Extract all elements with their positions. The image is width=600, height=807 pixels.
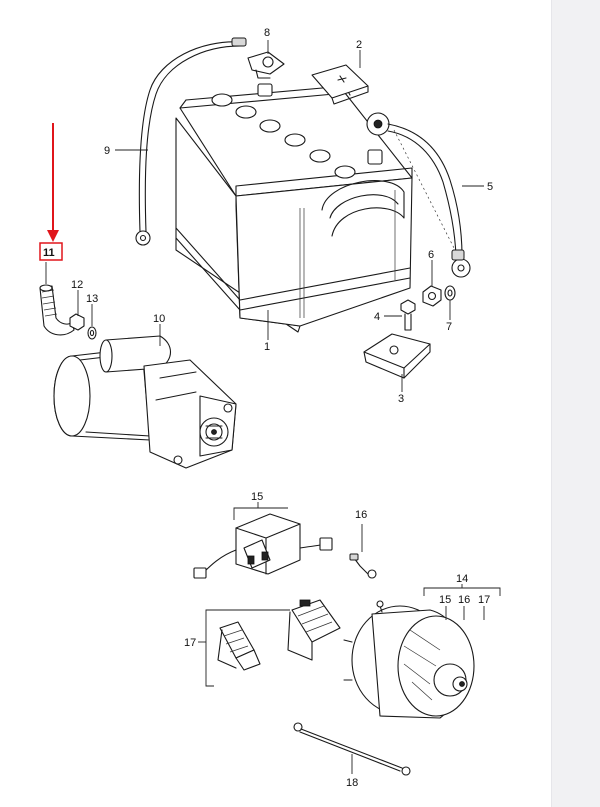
label-part-14[interactable]: 14 bbox=[456, 573, 468, 585]
terminal-clamp bbox=[247, 51, 285, 79]
label-part-6[interactable]: 6 bbox=[428, 249, 434, 261]
label-part-12[interactable]: 12 bbox=[71, 279, 83, 291]
rectifier-17 bbox=[287, 599, 341, 661]
label-part-15[interactable]: 15 bbox=[251, 491, 263, 503]
label-part-13[interactable]: 13 bbox=[86, 293, 98, 305]
label-part-7[interactable]: 7 bbox=[446, 321, 452, 333]
label-part-8[interactable]: 8 bbox=[264, 27, 270, 39]
bolt-4 bbox=[400, 299, 416, 331]
label-part-1[interactable]: 1 bbox=[264, 341, 270, 353]
label-part-16-alternator[interactable]: 16 bbox=[458, 594, 470, 606]
highlight-box bbox=[39, 242, 63, 261]
battery-cell-caps bbox=[211, 93, 356, 179]
battery bbox=[175, 83, 413, 333]
nut-6 bbox=[422, 285, 442, 307]
leader-lines bbox=[45, 40, 501, 774]
label-part-15-alternator[interactable]: 15 bbox=[439, 594, 451, 606]
brush-holder-17 bbox=[217, 621, 261, 671]
label-part-3[interactable]: 3 bbox=[398, 393, 404, 405]
voltage-regulator bbox=[193, 513, 333, 579]
starter-motor bbox=[53, 335, 237, 469]
connector-16 bbox=[349, 553, 377, 579]
scrollbar[interactable] bbox=[551, 0, 600, 807]
nut-12 bbox=[69, 313, 85, 331]
washer-13 bbox=[87, 326, 97, 340]
alternator bbox=[343, 600, 475, 719]
label-part-5[interactable]: 5 bbox=[487, 181, 493, 193]
label-part-17[interactable]: 17 bbox=[184, 637, 196, 649]
terminal-boot-11 bbox=[39, 284, 75, 336]
label-part-16[interactable]: 16 bbox=[355, 509, 367, 521]
label-part-10[interactable]: 10 bbox=[153, 313, 165, 325]
label-part-17-alternator[interactable]: 17 bbox=[478, 594, 490, 606]
washer-7 bbox=[444, 285, 456, 301]
label-part-18[interactable]: 18 bbox=[346, 777, 358, 789]
cable-18 bbox=[293, 722, 411, 776]
label-part-4[interactable]: 4 bbox=[374, 311, 380, 323]
positive-cable bbox=[366, 112, 471, 278]
label-part-9[interactable]: 9 bbox=[104, 145, 110, 157]
hold-down-clamp bbox=[363, 333, 431, 379]
label-part-2[interactable]: 2 bbox=[356, 39, 362, 51]
terminal-cover bbox=[311, 64, 369, 105]
ground-cable bbox=[135, 37, 247, 246]
label-part-11[interactable]: 11 bbox=[43, 247, 55, 259]
highlight-arrow bbox=[47, 123, 59, 242]
